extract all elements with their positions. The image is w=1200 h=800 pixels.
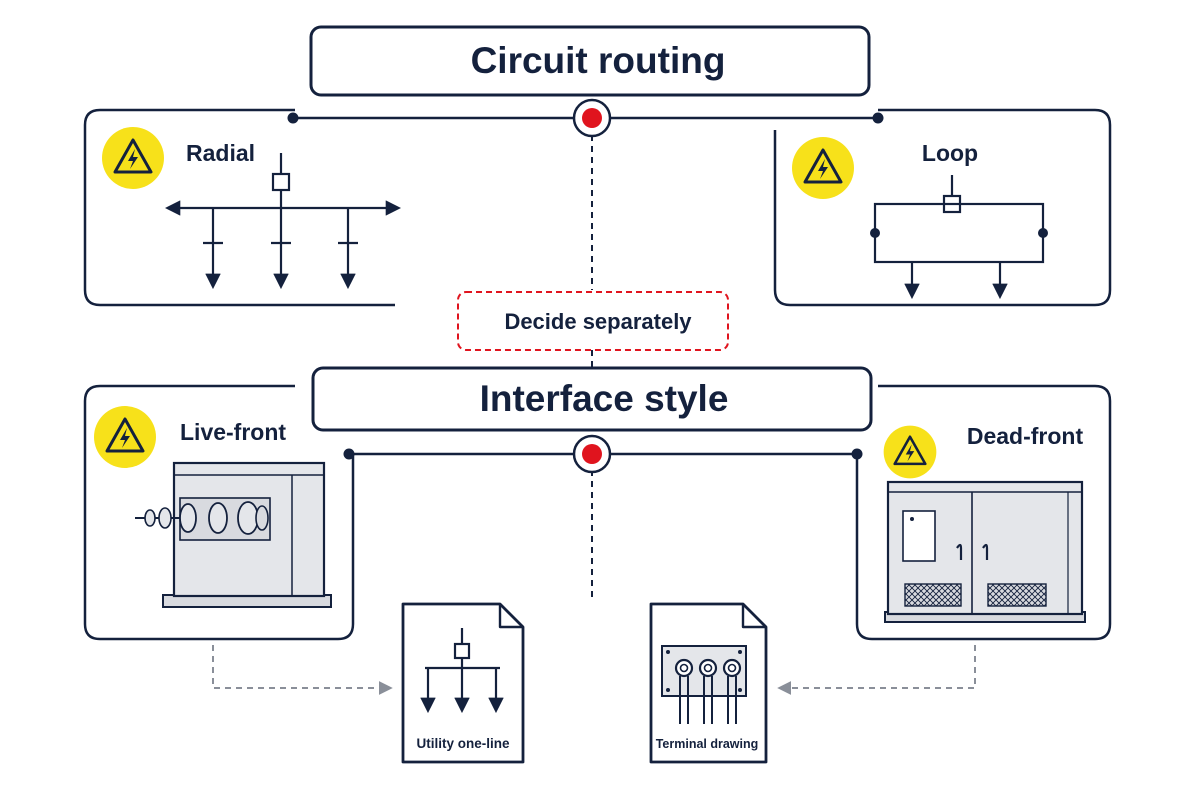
terminal-drawing-label: Terminal drawing <box>656 737 759 751</box>
radial-warning-icon <box>100 125 166 191</box>
interface-title-box <box>311 366 873 432</box>
interface-decision-node <box>572 434 612 474</box>
loop-panel <box>773 108 1112 307</box>
loop-label: Loop <box>922 140 978 166</box>
dead-front-panel <box>855 384 1112 641</box>
interface-title: Interface style <box>480 378 729 419</box>
dead-to-terminal-arrow <box>777 645 976 695</box>
terminal-icon <box>661 645 747 724</box>
live-front-cabinet-illustration <box>135 461 332 608</box>
dead-front-cabinet-illustration <box>884 480 1086 623</box>
live-to-oneline-arrow <box>212 645 393 695</box>
interface-left-node <box>343 448 355 460</box>
live-front-panel <box>83 384 355 641</box>
dead-front-warning-icon <box>882 424 938 480</box>
live-front-warning-icon <box>92 404 158 470</box>
oneline-icon <box>420 628 504 714</box>
circuit-decision-node <box>572 98 612 138</box>
live-front-label: Live-front <box>180 419 286 445</box>
radial-label: Radial <box>186 140 255 166</box>
decide-separately-label: Decide separately <box>504 309 692 334</box>
loop-warning-icon <box>790 135 856 201</box>
circuit-title: Circuit routing <box>471 40 726 81</box>
radial-panel <box>83 108 395 307</box>
interface-right-node <box>851 448 863 460</box>
radial-oneline-symbol <box>164 153 402 290</box>
circuit-right-node <box>872 112 884 124</box>
dead-front-label: Dead-front <box>967 423 1084 449</box>
loop-oneline-symbol <box>870 175 1048 300</box>
circuit-left-node <box>287 112 299 124</box>
circuit-title-box <box>309 25 871 97</box>
utility-oneline-label: Utility one-line <box>416 736 509 751</box>
decide-separately-box <box>457 291 729 351</box>
